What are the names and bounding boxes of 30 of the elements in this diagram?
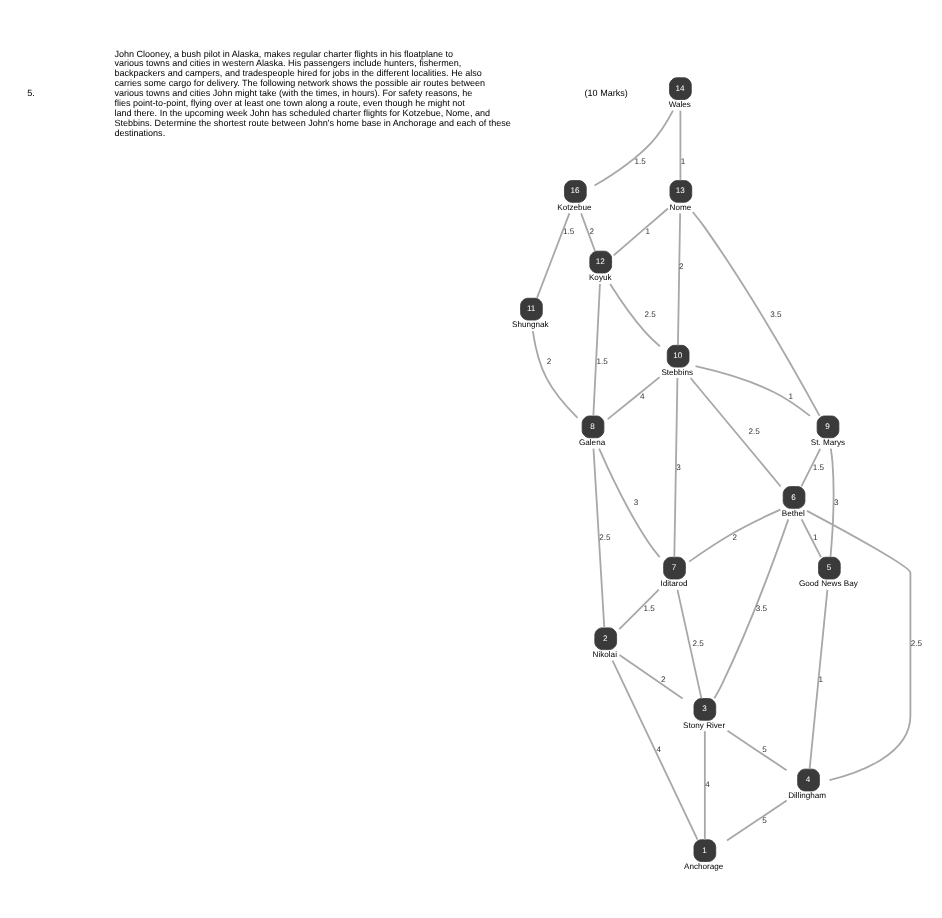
connector: [703, 730, 706, 841]
connector: [531, 330, 579, 419]
connector: [593, 109, 674, 187]
connector: [726, 799, 788, 842]
connector: [676, 589, 703, 700]
connector: [609, 283, 661, 348]
connector: [598, 447, 661, 558]
connector: [800, 518, 822, 558]
connector: [673, 377, 679, 559]
connector: [806, 510, 912, 782]
connector: [808, 589, 829, 770]
connector: [677, 212, 682, 347]
connector: [726, 729, 788, 772]
connector: [829, 447, 835, 558]
connector: [800, 447, 822, 488]
connector: [592, 447, 606, 629]
connector: [713, 518, 790, 700]
connector: [618, 654, 684, 700]
connector: [691, 211, 821, 417]
connector: [618, 588, 660, 631]
connector: [606, 376, 661, 420]
connector: [612, 207, 669, 257]
connector: [580, 212, 596, 252]
connector: [611, 659, 699, 841]
connector: [688, 508, 782, 563]
connector: [536, 212, 571, 299]
connector: [694, 365, 811, 417]
connector: [592, 283, 601, 417]
connector: [679, 109, 682, 182]
connector: [689, 377, 782, 488]
